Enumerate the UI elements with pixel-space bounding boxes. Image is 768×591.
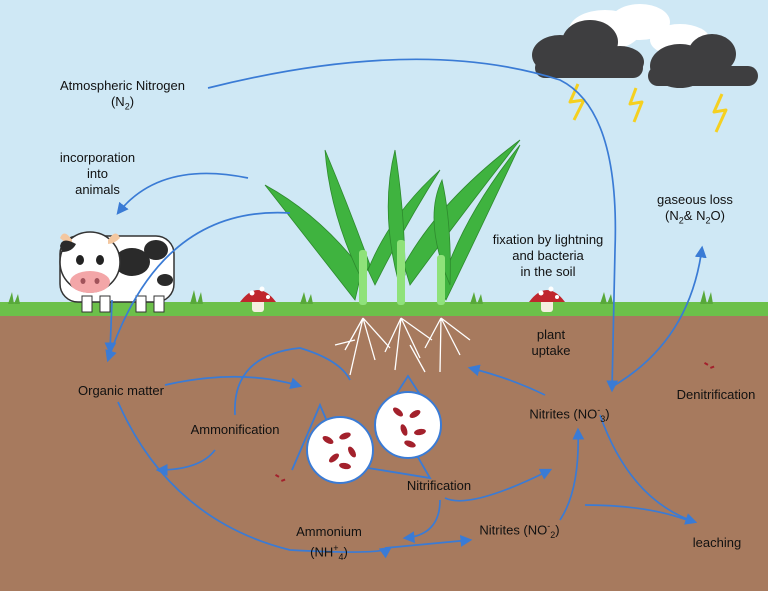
arrow-nitrification-down	[402, 499, 441, 544]
arrow-plant-uptake	[467, 364, 546, 396]
label-leaching: leaching	[692, 535, 742, 550]
arrow-lower-to-leaching	[584, 504, 693, 523]
lightning-bolts	[568, 83, 728, 133]
arrow-organic-to-bacteria	[164, 375, 303, 389]
label-nitrites-no2: Nitrites (NO-2)	[479, 521, 560, 540]
fixation-line-1: fixation by lightning	[492, 232, 604, 247]
label-fixation: fixation by lightning and bacteria in th…	[468, 232, 628, 280]
arrow-ammonification-curve	[234, 347, 351, 416]
arrow-organic-to-ammonium	[117, 401, 392, 559]
label-denitrification: Denitrification	[676, 387, 756, 402]
cow	[59, 231, 175, 313]
arrow-gaseous-loss	[614, 245, 707, 386]
arrow-nitrites-loop	[384, 534, 473, 549]
arrow-animal-to-organic	[104, 299, 117, 355]
grass-strip	[0, 302, 768, 316]
label-ammonium: Ammonium (NH+4)	[284, 524, 374, 565]
corn-plants	[264, 139, 521, 376]
mushroom-right	[529, 286, 565, 312]
fixation-line-3: in the soil	[520, 264, 576, 279]
arrow-plant-to-organic	[105, 211, 291, 363]
bacteria-cell-right	[374, 391, 442, 459]
cycle-arrows	[104, 58, 707, 559]
label-gaseous-loss: gaseous loss (N2& N2O)	[640, 192, 750, 229]
label-nitrites-no3: Nitrites (NO-3)	[529, 405, 610, 424]
plant-uptake-line-1: plant	[536, 327, 566, 342]
label-incorporation-into-animals: incorporation into animals	[40, 150, 155, 198]
ammonium-title: Ammonium	[296, 524, 362, 539]
incorporation-line-2: into	[87, 166, 108, 181]
label-ammonification: Ammonification	[190, 422, 280, 437]
storm-clouds	[532, 4, 758, 88]
incorporation-line-1: incorporation	[59, 150, 136, 165]
label-plant-uptake: plant uptake	[520, 327, 582, 359]
label-organic-matter: Organic matter	[78, 383, 164, 398]
atmospheric-nitrogen-title: Atmospheric Nitrogen	[60, 78, 185, 93]
fixation-line-2: and bacteria	[512, 248, 584, 263]
gaseous-loss-title: gaseous loss	[657, 192, 733, 207]
arrow-to-leaching	[599, 414, 698, 525]
soil	[0, 312, 768, 591]
arrow-ammonification	[155, 449, 216, 476]
arrow-nitrite2-to-nitrite3	[559, 427, 585, 521]
label-nitrification: Nitrification	[406, 478, 472, 493]
arrow-nitrification-up	[444, 468, 553, 502]
arrow-atmosphere-to-soil	[207, 58, 619, 393]
arrow-to-animals	[116, 172, 249, 215]
atmospheric-nitrogen-formula: (N2)	[110, 94, 135, 112]
soil-microbes	[275, 362, 715, 482]
label-atmospheric-nitrogen: Atmospheric Nitrogen (N2)	[40, 78, 205, 115]
mushroom-left	[240, 286, 276, 312]
incorporation-line-3: animals	[75, 182, 120, 197]
plant-uptake-line-2: uptake	[531, 343, 571, 358]
gaseous-loss-formula: (N2& N2O)	[665, 208, 725, 226]
ammonium-formula: (NH+4)	[310, 543, 348, 562]
bacteria-cell-left	[306, 416, 374, 484]
grass-tufts	[8, 290, 713, 304]
